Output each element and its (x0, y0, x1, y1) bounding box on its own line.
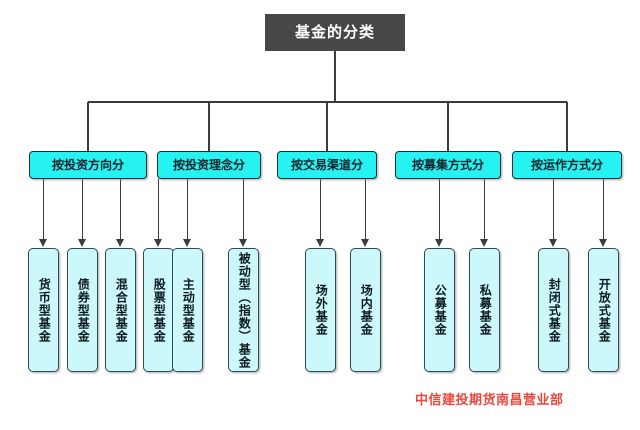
leaf-arrow-1-0 (183, 239, 191, 247)
leaf-arrow-3-1 (480, 239, 488, 247)
leaf-node-label: 债券型基金 (76, 277, 91, 343)
root-stem (334, 51, 336, 102)
leaf-stem-1-1 (242, 179, 245, 239)
category-node-label: 按投资方向分 (51, 158, 124, 172)
leaf-stem-3-1 (483, 179, 486, 239)
category-node-label: 按交易渠道分 (290, 158, 363, 172)
leaf-arrow-3-0 (435, 239, 443, 247)
leaf-arrow-4-0 (549, 239, 557, 247)
bus-drop-1 (208, 102, 210, 151)
category-node-label: 按募集方式分 (411, 158, 484, 172)
leaf-node-3-1[interactable]: 场外基金 (305, 248, 336, 372)
leaf-arrow-0-2 (116, 239, 124, 247)
leaf-stem-1-0 (186, 179, 189, 239)
category-node-3[interactable]: 按交易渠道分 (277, 151, 377, 179)
leaf-node-label: 被动型（指数）基金 (237, 251, 252, 369)
leaf-arrow-2-0 (316, 239, 324, 247)
bus-drop-0 (87, 102, 89, 151)
category-node-2[interactable]: 按投资理念分 (157, 151, 261, 179)
bus-drop-2 (326, 102, 328, 151)
leaf-node-label: 场内基金 (359, 284, 374, 336)
leaf-arrow-0-3 (154, 239, 162, 247)
root-node: 基金的分类 (265, 14, 405, 51)
leaf-node-1-3[interactable]: 混合型基金 (105, 248, 136, 372)
leaf-node-label: 场外基金 (314, 284, 329, 336)
category-node-1[interactable]: 按投资方向分 (29, 151, 147, 179)
leaf-stem-3-0 (438, 179, 441, 239)
leaf-arrow-4-1 (599, 239, 607, 247)
category-node-5[interactable]: 按运作方式分 (512, 151, 622, 179)
root-bus (88, 101, 567, 103)
leaf-node-label: 开放式基金 (597, 277, 612, 343)
leaf-arrow-2-1 (361, 239, 369, 247)
watermark-text: 中信建投期货南昌营业部 (415, 393, 564, 408)
leaf-stem-0-3 (157, 179, 160, 239)
leaf-stem-2-1 (364, 179, 367, 239)
leaf-node-label: 私募基金 (478, 284, 493, 336)
leaf-node-3-2[interactable]: 场内基金 (350, 248, 381, 372)
leaf-node-label: 混合型基金 (114, 277, 129, 343)
leaf-stem-0-2 (119, 179, 122, 239)
leaf-stem-0-0 (42, 179, 45, 239)
leaf-node-label: 主动型基金 (181, 277, 196, 343)
leaf-arrow-0-1 (78, 239, 86, 247)
leaf-node-1-4[interactable]: 股票型基金 (143, 248, 174, 372)
leaf-node-label: 货币型基金 (37, 277, 52, 343)
leaf-stem-2-0 (319, 179, 322, 239)
leaf-node-label: 封闭式基金 (547, 277, 562, 343)
leaf-arrow-0-0 (39, 239, 47, 247)
leaf-stem-0-1 (81, 179, 84, 239)
category-node-4[interactable]: 按募集方式分 (395, 151, 501, 179)
leaf-stem-4-0 (552, 179, 555, 239)
leaf-node-1-1[interactable]: 货币型基金 (28, 248, 59, 372)
bus-drop-3 (447, 102, 449, 151)
leaf-stem-4-1 (602, 179, 605, 239)
leaf-node-5-2[interactable]: 开放式基金 (588, 248, 619, 372)
category-node-label: 按投资理念分 (172, 158, 245, 172)
leaf-node-2-1[interactable]: 主动型基金 (172, 248, 203, 372)
leaf-node-2-2[interactable]: 被动型（指数）基金 (228, 248, 259, 372)
leaf-node-label: 公募基金 (433, 284, 448, 336)
leaf-node-4-2[interactable]: 私募基金 (469, 248, 500, 372)
leaf-arrow-1-1 (239, 239, 247, 247)
leaf-node-label: 股票型基金 (152, 277, 167, 343)
root-node-label: 基金的分类 (294, 23, 375, 41)
category-node-label: 按运作方式分 (530, 158, 603, 172)
leaf-node-5-1[interactable]: 封闭式基金 (538, 248, 569, 372)
leaf-node-1-2[interactable]: 债券型基金 (67, 248, 98, 372)
bus-drop-4 (566, 102, 568, 151)
leaf-node-4-1[interactable]: 公募基金 (424, 248, 455, 372)
